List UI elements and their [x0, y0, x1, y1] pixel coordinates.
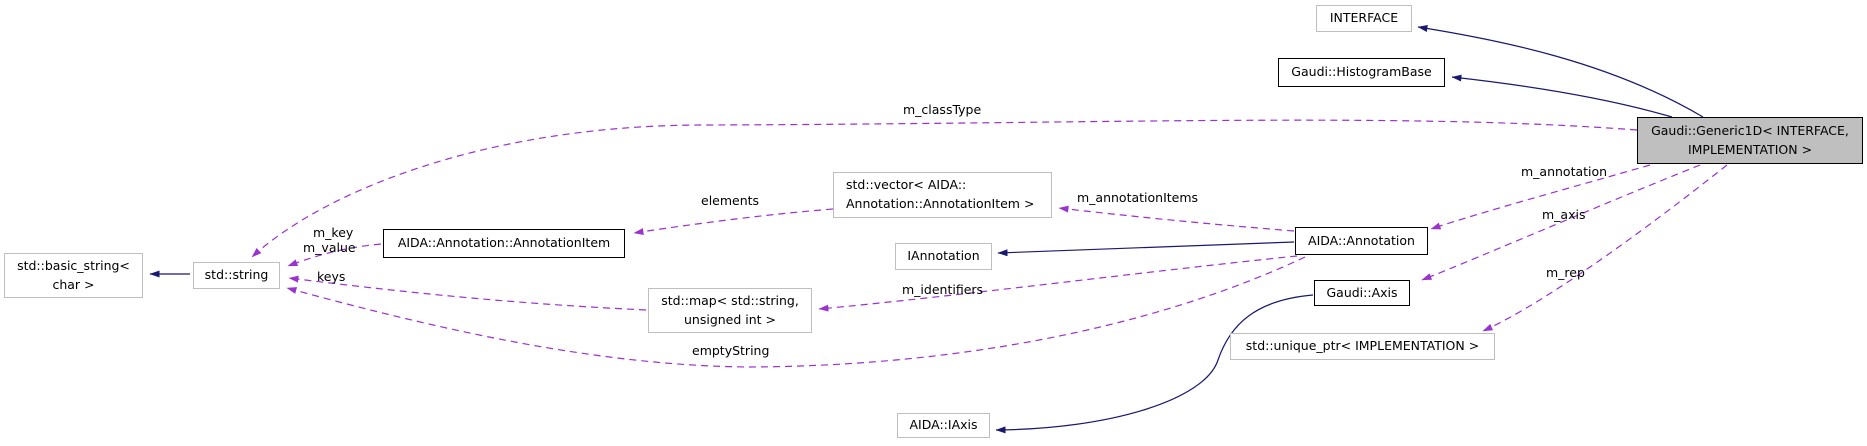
edge-elements	[633, 208, 834, 236]
edge-axis-iaxis	[995, 294, 1314, 434]
class-node-string: std::string	[193, 262, 280, 289]
class-node-map: std::map< std::string, unsigned int >	[648, 288, 812, 333]
class-node-iannotation: IAnnotation	[895, 243, 992, 270]
class-node-basic-string: std::basic_string< char >	[4, 253, 143, 298]
edge-annotation-iannotation	[997, 241, 1295, 257]
edge-mrep	[1482, 164, 1728, 332]
edge-label-elements: elements	[701, 193, 760, 208]
edge-label-keys: keys	[317, 269, 346, 284]
edge-label-m-key: m_key	[313, 225, 354, 240]
edge-label-m-classtype: m_classType	[903, 102, 982, 117]
edge-mannotationitems	[1058, 205, 1295, 232]
edge-label-m-rep: m_rep	[1546, 265, 1585, 280]
edge-maxis	[1421, 164, 1701, 281]
edge-midentifiers	[818, 255, 1298, 312]
edge-label-m-value: m_value	[303, 240, 356, 255]
class-node-histogram-base[interactable]: Gaudi::HistogramBase	[1278, 58, 1445, 87]
class-node-iaxis: AIDA::IAxis	[897, 413, 990, 438]
class-node-unique-ptr: std::unique_ptr< IMPLEMENTATION >	[1230, 333, 1495, 360]
edge-label-m-axis: m_axis	[1542, 207, 1586, 222]
edge-label-m-annotation: m_annotation	[1521, 164, 1608, 179]
edge-label-m-annotationitems: m_annotationItems	[1077, 190, 1199, 205]
class-node-annotation[interactable]: AIDA::Annotation	[1295, 227, 1428, 255]
class-node-vector: std::vector< AIDA:: Annotation::Annotati…	[833, 172, 1052, 218]
class-node-annotation-item[interactable]: AIDA::Annotation::AnnotationItem	[383, 229, 625, 258]
edge-label-m-identifiers: m_identifiers	[902, 282, 984, 297]
edge-label-emptystring: emptyString	[692, 343, 770, 358]
class-node-generic1d: Gaudi::Generic1D< INTERFACE, IMPLEMENTAT…	[1637, 117, 1863, 164]
edge-generic1d-histogrambase	[1451, 74, 1673, 118]
class-node-interface: INTERFACE	[1316, 5, 1412, 32]
edge-generic1d-interface	[1417, 25, 1704, 118]
class-node-axis[interactable]: Gaudi::Axis	[1314, 280, 1410, 306]
